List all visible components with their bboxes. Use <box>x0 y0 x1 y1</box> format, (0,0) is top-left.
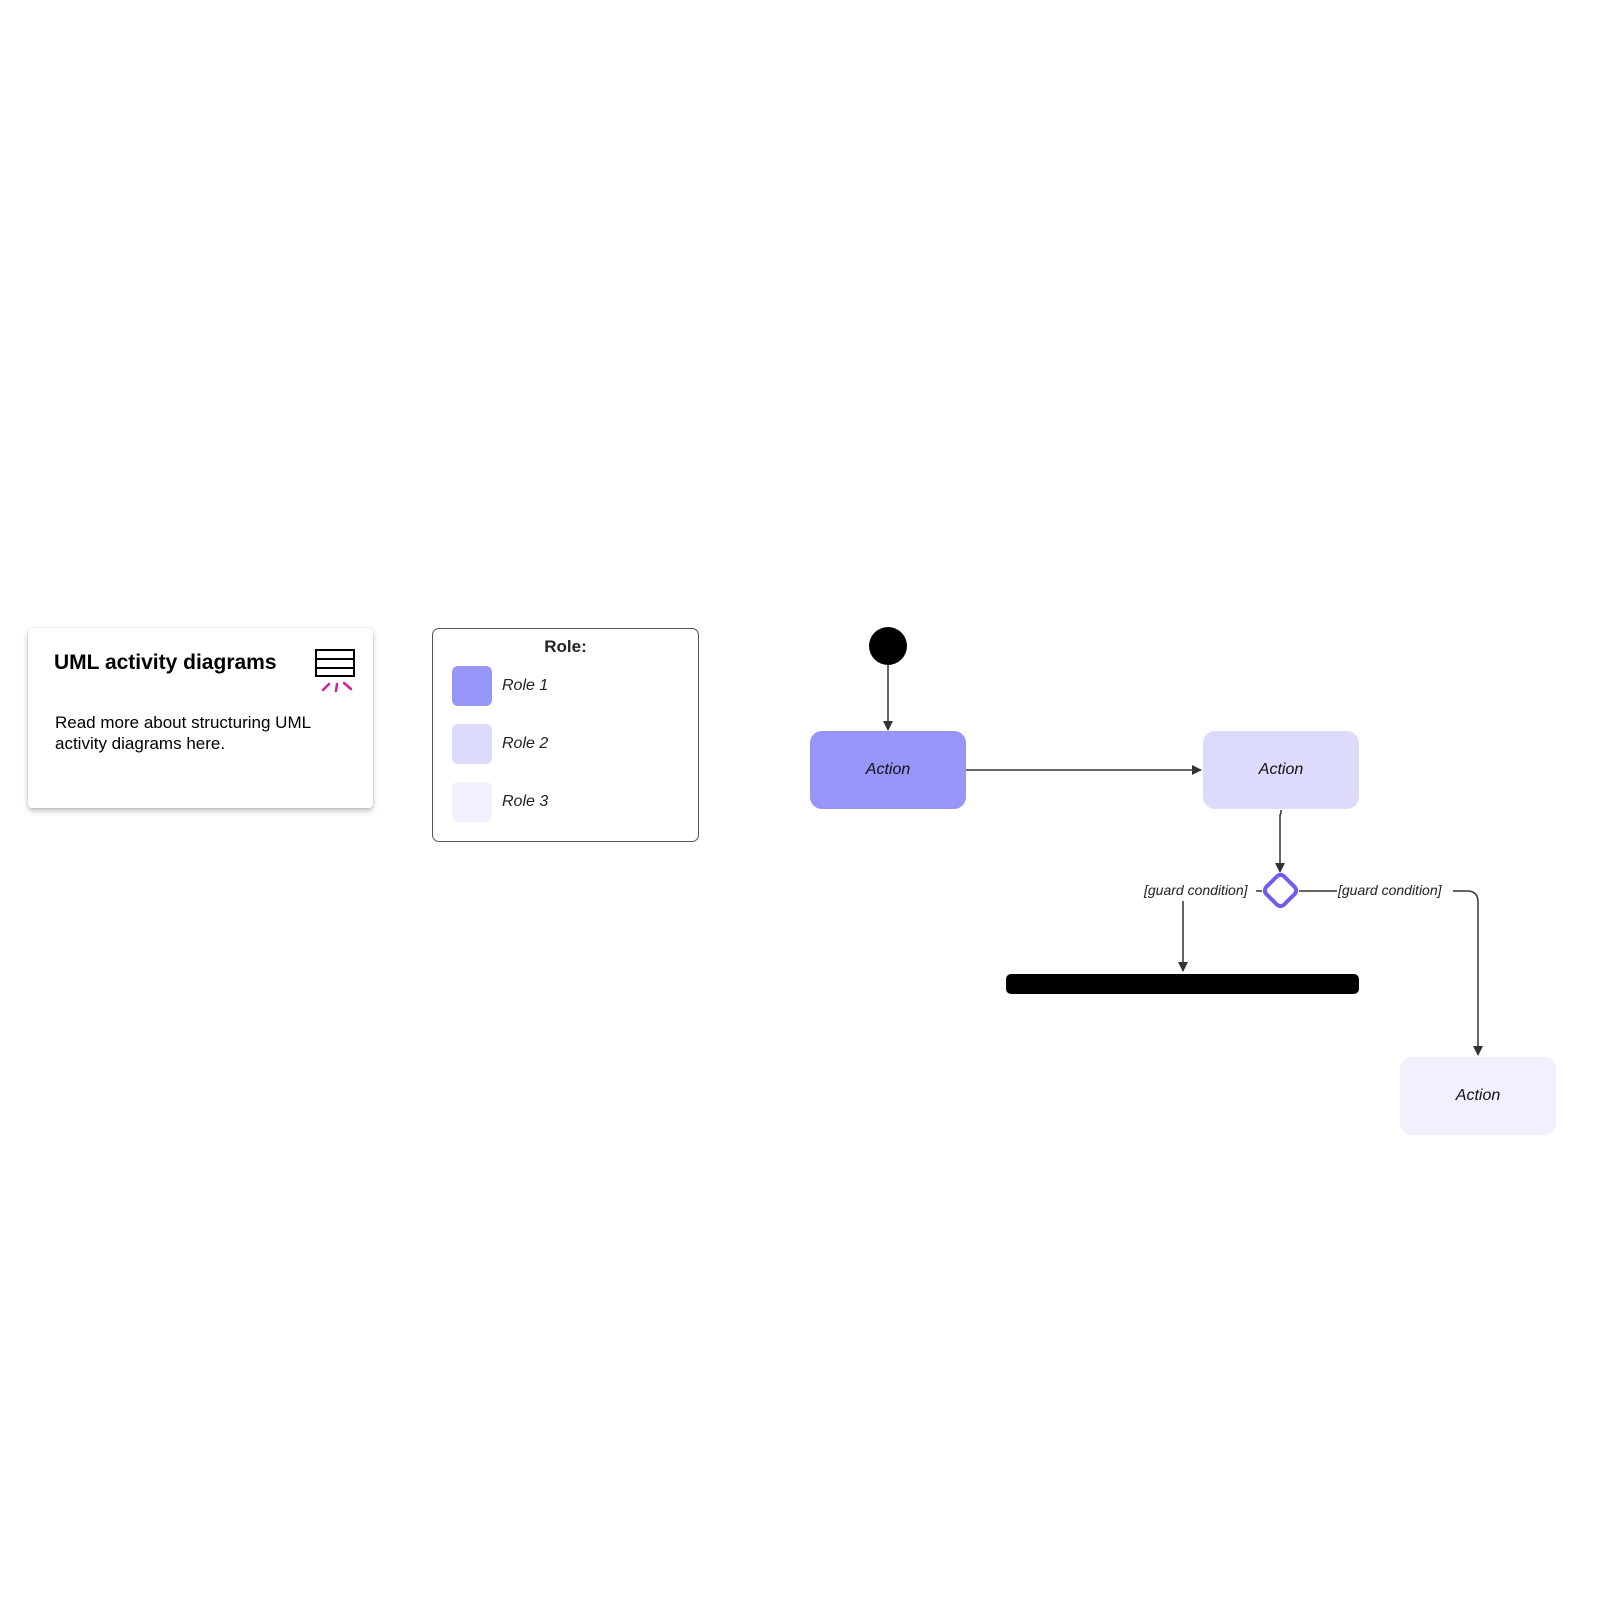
guard-label-left: [guard condition] <box>1144 882 1248 898</box>
legend-item-role-1: Role 1 <box>452 666 548 706</box>
decision-node[interactable] <box>1262 872 1299 909</box>
legend-item-role-2: Role 2 <box>452 724 548 764</box>
legend-label-role-2: Role 2 <box>502 735 549 752</box>
flow-action-2-to-decision[interactable] <box>1275 810 1285 873</box>
flow-decision-to-action-3[interactable] <box>1453 890 1483 1056</box>
legend-label-role-3: Role 3 <box>502 793 549 810</box>
legend-swatch-role-2 <box>452 724 492 764</box>
action-node-3-label: Action <box>1455 1087 1501 1104</box>
legend-item-role-3: Role 3 <box>452 782 548 822</box>
fork-bar[interactable] <box>1006 974 1359 994</box>
action-node-2[interactable]: Action <box>1203 731 1359 809</box>
guard-label-right: [guard condition] <box>1338 882 1442 898</box>
action-node-2-label: Action <box>1258 761 1304 778</box>
action-node-1[interactable]: Action <box>810 731 966 809</box>
uml-diagram-icon <box>315 649 355 693</box>
action-node-3[interactable]: Action <box>1400 1057 1556 1135</box>
action-node-1-label: Action <box>865 761 911 778</box>
legend-title: Role: <box>544 637 587 656</box>
role-legend: Role: Role 1 Role 2 Role 3 <box>432 628 699 842</box>
initial-node[interactable] <box>869 627 907 665</box>
legend-label-role-1: Role 1 <box>502 677 549 694</box>
legend-swatch-role-1 <box>452 666 492 706</box>
info-card-body[interactable]: Read more about structuring UML activity… <box>55 713 311 753</box>
legend-swatch-role-3 <box>452 782 492 822</box>
info-card[interactable]: UML activity diagrams Read more about st… <box>28 628 373 808</box>
info-card-title: UML activity diagrams <box>54 651 277 674</box>
